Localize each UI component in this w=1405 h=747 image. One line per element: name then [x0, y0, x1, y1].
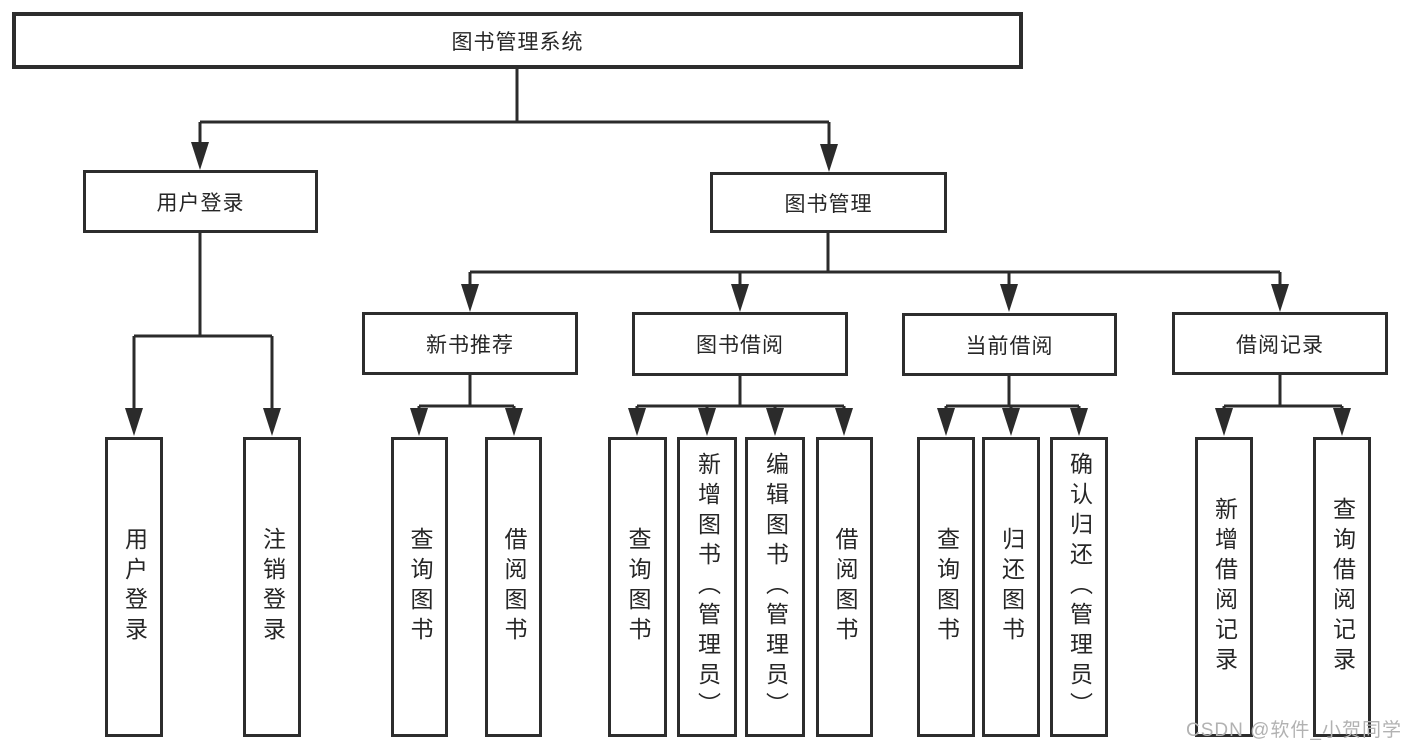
node-current-borrowing: 当前借阅 [902, 313, 1117, 376]
node-book-borrowing: 图书借阅 [632, 312, 848, 376]
leaf-current-confirm-return-admin: 确认归还（管理员） [1050, 437, 1108, 737]
leaf-borrow-add-book-admin: 新增图书（管理员） [677, 437, 737, 737]
leaf-current-return-book: 归还图书 [982, 437, 1040, 737]
arrowhead-borrow-edit-book [766, 408, 784, 436]
edge-root-to-level2 [198, 69, 831, 148]
leaf-borrow-edit-book-admin-label: 编辑图书（管理员） [762, 452, 789, 722]
leaf-borrow-edit-book-admin: 编辑图书（管理员） [745, 437, 805, 737]
leaf-current-return-book-label: 归还图书 [998, 527, 1025, 647]
leaf-current-confirm-return-admin-label: 确认归还（管理员） [1066, 452, 1093, 722]
edge-borrowing-records-to-leaves [1222, 375, 1344, 412]
csdn-watermark: CSDN @软件_小贺同学 [1186, 720, 1402, 741]
node-book-management-system-label: 图书管理系统 [451, 30, 584, 54]
leaf-record-add-record: 新增借阅记录 [1195, 437, 1253, 737]
arrowhead-user-login [191, 142, 209, 170]
arrowhead-record-add [1215, 408, 1233, 436]
arrowhead-leaf-logout [263, 408, 281, 436]
leaf-newrec-borrow-book: 借阅图书 [485, 437, 542, 737]
arrowhead-current-query-book [937, 408, 955, 436]
arrowhead-newrec-query-book [410, 408, 428, 436]
edge-current-borrowing-to-leaves [944, 375, 1081, 412]
leaf-record-add-record-label: 新增借阅记录 [1211, 497, 1238, 677]
node-borrowing-records: 借阅记录 [1172, 312, 1388, 375]
leaf-user-login: 用户登录 [105, 437, 163, 737]
arrowhead-leaf-user-login [125, 408, 143, 436]
node-new-book-recommend-label: 新书推荐 [426, 333, 514, 357]
node-book-management-label: 图书管理 [784, 192, 873, 216]
arrowhead-borrowing-records [1271, 284, 1289, 312]
node-book-management-system: 图书管理系统 [12, 12, 1023, 69]
leaf-newrec-query-book: 查询图书 [391, 437, 448, 737]
leaf-record-query-record: 查询借阅记录 [1313, 437, 1371, 737]
node-new-book-recommend: 新书推荐 [362, 312, 578, 375]
leaf-user-login-label: 用户登录 [121, 527, 148, 647]
leaf-borrow-query-book-label: 查询图书 [625, 527, 651, 647]
leaf-newrec-query-book-label: 查询图书 [407, 527, 433, 647]
arrowhead-borrow-query-book [628, 408, 646, 436]
edge-user-login-to-leaves [132, 233, 274, 412]
leaf-current-query-book: 查询图书 [917, 437, 975, 737]
arrowhead-newrec-borrow-book [505, 408, 523, 436]
node-user-login: 用户登录 [83, 170, 318, 233]
arrowhead-current-borrowing [1000, 284, 1018, 312]
leaf-current-query-book-label: 查询图书 [933, 527, 960, 647]
leaf-newrec-borrow-book-label: 借阅图书 [501, 527, 527, 647]
node-user-login-label: 用户登录 [156, 191, 245, 215]
leaf-logout-login-label: 注销登录 [259, 527, 286, 647]
leaf-borrow-add-book-admin-label: 新增图书（管理员） [694, 452, 721, 722]
leaf-record-query-record-label: 查询借阅记录 [1329, 497, 1356, 677]
node-current-borrowing-label: 当前借阅 [965, 334, 1054, 358]
leaf-logout-login: 注销登录 [243, 437, 301, 737]
arrowhead-borrow-add-book [698, 408, 716, 436]
node-book-borrowing-label: 图书借阅 [696, 334, 784, 357]
leaf-borrow-borrow-book-label: 借阅图书 [832, 527, 858, 647]
arrowhead-record-query [1333, 408, 1351, 436]
edge-new-book-recommend-to-leaves [417, 375, 516, 412]
arrowhead-current-return-book [1002, 408, 1020, 436]
leaf-borrow-query-book: 查询图书 [608, 437, 667, 737]
arrowhead-current-confirm-return [1070, 408, 1088, 436]
node-borrowing-records-label: 借阅记录 [1236, 333, 1324, 357]
node-book-management: 图书管理 [710, 172, 947, 233]
edge-book-borrowing-to-leaves [635, 375, 846, 412]
arrowhead-book-management [820, 144, 838, 172]
arrowhead-borrow-borrow-book [835, 408, 853, 436]
arrowhead-book-borrowing [731, 284, 749, 312]
edge-book-management-to-level3 [468, 233, 1282, 288]
arrowhead-new-book-recommend [461, 284, 479, 312]
leaf-borrow-borrow-book: 借阅图书 [816, 437, 873, 737]
